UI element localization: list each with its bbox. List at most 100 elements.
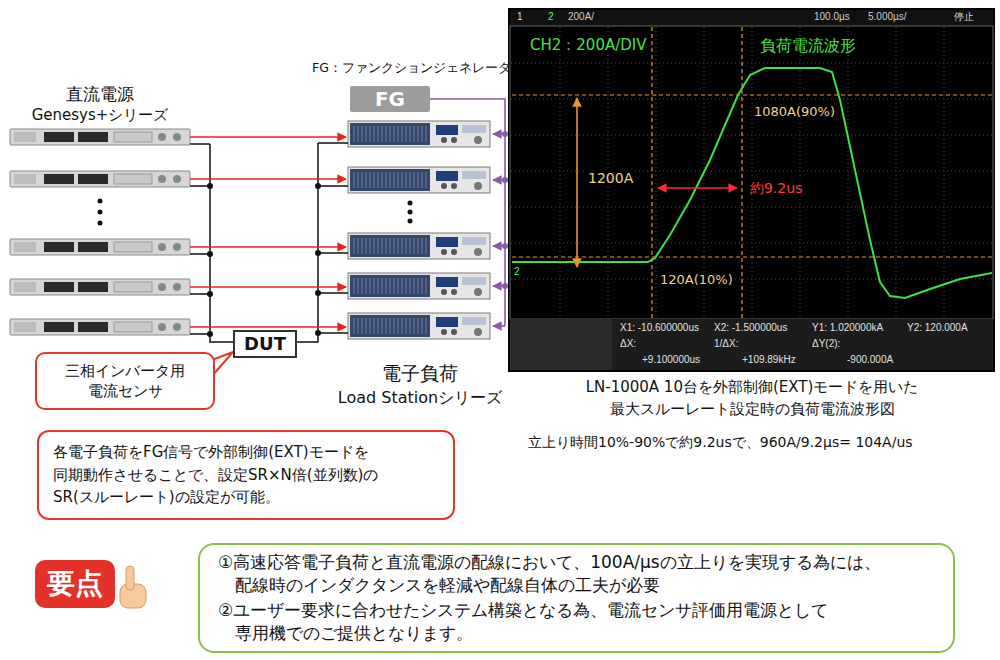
label-anchor: 2	[546, 11, 556, 23]
label-anchor: 停止	[952, 11, 976, 23]
point-text: ②ユーザー要求に合わせたシステム構築となる為、電流センサ評価用電源として 専用機…	[218, 599, 935, 645]
scope-header: 2	[546, 11, 556, 23]
electronic-load-unit	[348, 233, 490, 259]
rise-time-value: 約9.2us	[748, 180, 804, 197]
series-label: Genesys+シリーズ	[32, 106, 169, 124]
cursor-readout: X1: -10.600000us	[618, 322, 701, 334]
current-arrow	[190, 286, 346, 288]
label-anchor: CH2：200A/DIV	[528, 36, 648, 54]
label-anchor: 5.000µs/	[866, 11, 909, 23]
electronic-load-unit	[348, 121, 490, 147]
electronic-load-unit	[348, 167, 490, 193]
waveform-label: 負荷電流波形	[758, 36, 858, 55]
junction-dot	[502, 283, 508, 289]
box-label: FG	[375, 88, 405, 110]
cursor-readout: X2: -1.500000us	[712, 322, 789, 334]
junction-dot	[207, 331, 213, 337]
scope-header: 停止	[952, 11, 976, 23]
fg-label: FG：ファンクションジェネレータ	[312, 60, 511, 75]
calculation-note: 立上り時間10%-90%で約9.2usで、960A/9.2μs= 104A/us	[528, 434, 913, 451]
junction-dot	[502, 243, 508, 249]
scope-title: CH2：200A/DIV	[528, 36, 648, 54]
scope-info-bar	[510, 319, 993, 370]
label-anchor: Y2: 120.000A	[905, 322, 970, 334]
cursor-line	[512, 27, 992, 318]
power-supply-unit	[10, 319, 190, 335]
signal-arrow	[493, 325, 505, 327]
hand-icon	[126, 566, 134, 590]
label-anchor: 1/ΔX:	[712, 338, 740, 350]
junction-dot	[315, 183, 321, 189]
note-text: 各電子負荷をFG信号で外部制御(EXT)モードを 同期動作させることで、設定SR…	[53, 441, 439, 509]
rise-time-arrow	[658, 187, 737, 189]
label-anchor: 1080A(90%)	[752, 104, 837, 120]
box-label: DUT	[244, 334, 286, 354]
junction-dot	[207, 183, 213, 189]
ellipsis-dot	[408, 210, 413, 215]
ellipsis-dot	[98, 221, 103, 226]
cursor-readout: Y1: 1.020000kA	[810, 322, 885, 334]
point-box: ①高速応答電子負荷と直流電源の配線において、100A/μsの立上りを実現する為に…	[198, 543, 955, 653]
dut-box: DUT	[233, 330, 297, 358]
electronic-load-unit	[348, 273, 490, 299]
channel-marker: 2	[512, 266, 522, 278]
scope-frame	[508, 8, 995, 372]
label-anchor: X2: -1.500000us	[712, 322, 789, 334]
cursor-readout: 1/ΔX:	[712, 338, 740, 350]
label-anchor: 負荷電流波形	[758, 36, 858, 55]
scope-header: 1	[515, 11, 525, 23]
level-value: 120A(10%)	[658, 272, 735, 288]
current-waveform	[512, 68, 992, 298]
power-supply-unit	[10, 279, 190, 295]
label-anchor: 約9.2us	[748, 180, 804, 197]
amplitude-value: 1200A	[586, 170, 635, 187]
callout-text: 三相インバータ用 電流センサ	[45, 361, 205, 402]
point-text: ①高速応答電子負荷と直流電源の配線において、100A/μsの立上りを実現する為に…	[218, 551, 935, 597]
label-anchor: 1200A	[586, 170, 635, 187]
power-supply-unit	[10, 239, 190, 255]
ellipsis-dot	[98, 210, 103, 215]
badge-text: 要点	[47, 569, 103, 600]
cursor-readout: Y2: 120.000A	[905, 322, 970, 334]
figure-caption: LN-1000A 10台を外部制御(EXT)モードを用いた	[586, 378, 919, 396]
fg-box: FG	[350, 86, 430, 112]
label-anchor: +109.89kHz	[740, 354, 798, 366]
cursor-readout: +9.100000us	[640, 354, 702, 366]
junction-dot	[502, 177, 508, 183]
current-arrow	[190, 326, 346, 328]
callout-box: 三相インバータ用 電流センサ	[35, 352, 215, 410]
current-arrow	[190, 136, 346, 138]
level-value: 1080A(90%)	[752, 104, 837, 120]
junction-dot	[315, 250, 321, 256]
junction-dot	[207, 251, 213, 257]
ellipsis-dot	[98, 199, 103, 204]
label-anchor: Load Stationシリーズ	[338, 388, 502, 407]
scope-info-side	[510, 319, 612, 370]
label-anchor: 最大スルーレート設定時の負荷電流波形図	[610, 400, 895, 418]
power-supply-unit	[10, 129, 190, 145]
callout-pointer	[212, 352, 233, 376]
note-box: 各電子負荷をFG信号で外部制御(EXT)モードを 同期動作させることで、設定SR…	[37, 430, 455, 520]
label-anchor: 120A(10%)	[658, 272, 735, 288]
label-anchor: 1	[515, 11, 525, 23]
power-wiring	[190, 143, 348, 342]
label-anchor: LN-1000A 10台を外部制御(EXT)モードを用いた	[586, 378, 919, 396]
junction-dot	[502, 131, 508, 137]
scope-grid	[511, 27, 992, 318]
scope-header-bar	[510, 10, 993, 26]
label-anchor: 立上り時間10%-90%で約9.2usで、960A/9.2μs= 104A/us	[528, 434, 913, 451]
label-anchor: 2	[512, 266, 522, 278]
cursor-readout: ΔY(2):	[810, 338, 842, 350]
ellipsis-dot	[408, 201, 413, 206]
junction-dot	[315, 330, 321, 336]
power-supply-unit	[10, 171, 190, 187]
label-anchor: ΔX:	[618, 338, 638, 350]
point-badge: 要点	[35, 560, 115, 608]
label-anchor: X1: -10.600000us	[618, 322, 701, 334]
scope-screen	[510, 26, 993, 319]
current-arrow	[190, 178, 346, 180]
cursor-readout: -900.000A	[845, 354, 895, 366]
scope-header: 100.0µs	[812, 11, 852, 23]
cursor-readout: +109.89kHz	[740, 354, 798, 366]
scope-header: 200A/	[566, 11, 596, 23]
